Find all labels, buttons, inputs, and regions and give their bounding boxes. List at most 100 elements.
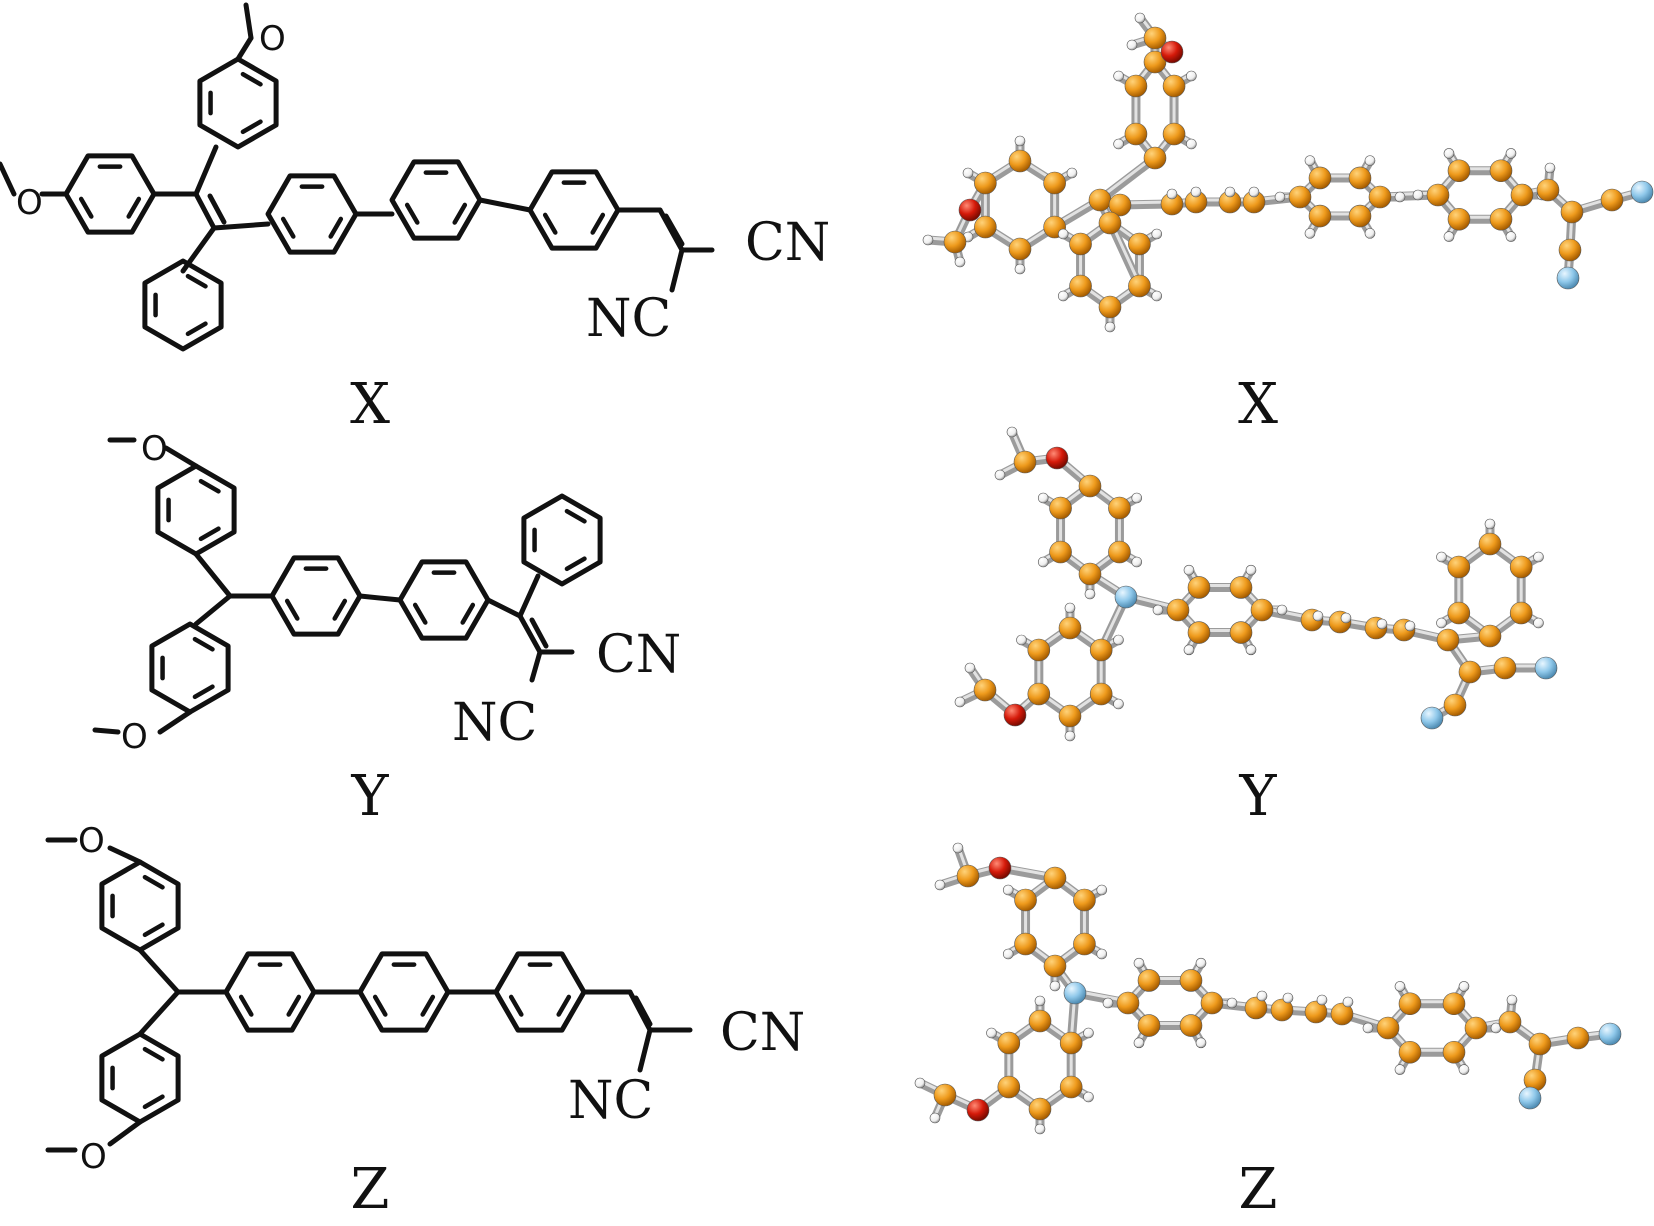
carbon-atom xyxy=(1073,888,1096,912)
carbon-atom xyxy=(1187,576,1211,599)
ring-chain-3-double-bond xyxy=(556,994,572,1017)
cn-label-y: CN xyxy=(596,625,681,685)
carbon-atom xyxy=(1447,555,1471,579)
carbon-atom xyxy=(1027,638,1051,662)
hydrogen-atom xyxy=(1256,990,1268,1002)
hydrogen-atom xyxy=(1443,231,1455,242)
hydrogen-atom xyxy=(1276,604,1288,616)
bond-methyl-left xyxy=(0,161,17,197)
carbon-atom xyxy=(1089,682,1113,706)
bond-center-top xyxy=(137,947,181,995)
carbon-atom xyxy=(1478,532,1502,556)
carbon-atom xyxy=(1162,74,1186,98)
hydrogen-atom xyxy=(986,1027,997,1039)
carbon-atom xyxy=(943,230,967,254)
carbon-atom xyxy=(1008,149,1032,173)
hydrogen-atom xyxy=(929,1112,941,1124)
ring-anisyl-top-double-bond xyxy=(142,874,165,890)
structure-x-2d xyxy=(0,2,715,352)
hydrogen-atom xyxy=(1183,644,1195,656)
hydrogen-atom xyxy=(1034,995,1046,1007)
carbon-atom xyxy=(1447,601,1471,625)
carbon-atom xyxy=(1229,576,1253,599)
carbon-atom xyxy=(1509,601,1533,625)
cn-label-x: CN xyxy=(745,213,830,273)
hydrogen-atom xyxy=(1102,997,1114,1009)
ring-anisyl-bottom-double-bond xyxy=(142,1094,165,1110)
carbon-atom xyxy=(1458,660,1482,684)
carbon-atom xyxy=(1229,621,1253,644)
hydrogen-atom xyxy=(1226,997,1238,1009)
hydrogen-atom xyxy=(1190,186,1202,198)
bond-chain-2-3 xyxy=(477,197,533,213)
hydrogen-atom xyxy=(1458,981,1470,992)
carbon-atom xyxy=(1078,562,1102,586)
hydrogen-atom xyxy=(1186,70,1197,82)
carbon-atom xyxy=(1014,932,1037,956)
carbon-atom xyxy=(1436,628,1460,652)
oxygen-atom xyxy=(966,1098,990,1122)
carbon-atom xyxy=(1348,204,1372,228)
hydrogen-atom xyxy=(1274,191,1286,203)
ring-chain-1-double-bond xyxy=(284,598,300,621)
bond-vinyl-2 xyxy=(627,989,653,1033)
ring-chain-1-double-bond xyxy=(332,598,348,621)
hydrogen-atom xyxy=(952,842,964,854)
ring-chain-1-double-bond xyxy=(328,216,344,239)
carbon-atom xyxy=(1498,1010,1522,1034)
carbon-atom xyxy=(1166,598,1190,622)
hydrogen-atom xyxy=(1152,604,1164,616)
carbon-atom xyxy=(1108,496,1131,520)
ring-anisyl-left-double-bond xyxy=(126,196,142,219)
hydrogen-atom xyxy=(1049,980,1061,992)
ring-chain-1 xyxy=(269,555,363,637)
carbon-atom xyxy=(1464,1016,1488,1040)
bond-core-top xyxy=(193,144,219,197)
oxygen-label-z2: O xyxy=(80,1137,107,1177)
carbon-atom xyxy=(1069,232,1092,256)
structure-y-3d xyxy=(954,426,1558,742)
carbon-atom xyxy=(1078,474,1102,498)
carbon-atom xyxy=(1098,295,1122,319)
ring-chain-2-double-bond xyxy=(372,994,388,1017)
ring-anisyl-left-double-bond xyxy=(78,196,94,219)
oxygen-label-y2: O xyxy=(121,717,148,757)
ring-phenyl-bottom xyxy=(142,258,224,352)
bond-to-nc xyxy=(529,649,543,683)
hydrogen-atom xyxy=(1342,996,1354,1008)
hydrogen-atom xyxy=(1133,957,1145,969)
hydrogen-atom xyxy=(1245,564,1257,576)
ring-anisyl-top-double-bond xyxy=(142,922,165,938)
ring-phenyl-bottom-double-bond xyxy=(185,273,208,289)
carbon-atom xyxy=(1137,1014,1161,1037)
ring-chain-2 xyxy=(397,559,491,641)
ring-anisyl-top xyxy=(197,56,279,150)
carbon-atom xyxy=(1058,704,1082,728)
carbon-atom xyxy=(1058,616,1082,640)
carbon-atom xyxy=(1447,159,1471,183)
hydrogen-atom xyxy=(954,256,966,268)
carbon-atom xyxy=(1043,866,1067,890)
carbon-atom xyxy=(1304,1000,1328,1024)
ring-anisyl-top-double-bond xyxy=(198,478,221,494)
nitrogen-atom xyxy=(1063,981,1087,1005)
panel-label-z-left: Z xyxy=(351,1157,390,1222)
ring-chain-3-double-bond xyxy=(542,212,558,235)
hydrogen-atom xyxy=(1316,994,1328,1006)
carbon-atom xyxy=(1560,200,1584,224)
oxygen-label-y1: O xyxy=(141,429,168,469)
bond-center-bottom xyxy=(137,989,181,1037)
hydrogen-atom xyxy=(1362,1022,1374,1034)
hydrogen-atom xyxy=(1484,518,1496,530)
bond-center-top xyxy=(193,551,233,599)
carbon-atom xyxy=(1143,50,1167,74)
hydrogen-atom xyxy=(1057,228,1069,240)
ring-chain-2-double-bond xyxy=(412,602,428,625)
carbon-atom xyxy=(1528,1032,1552,1056)
carbon-atom xyxy=(1116,991,1140,1015)
bond-to-nc xyxy=(669,247,685,293)
carbon-atom xyxy=(1489,207,1513,231)
hydrogen-atom xyxy=(1014,135,1026,147)
carbon-atom xyxy=(1558,238,1582,262)
hydrogen-atom xyxy=(1151,228,1163,240)
